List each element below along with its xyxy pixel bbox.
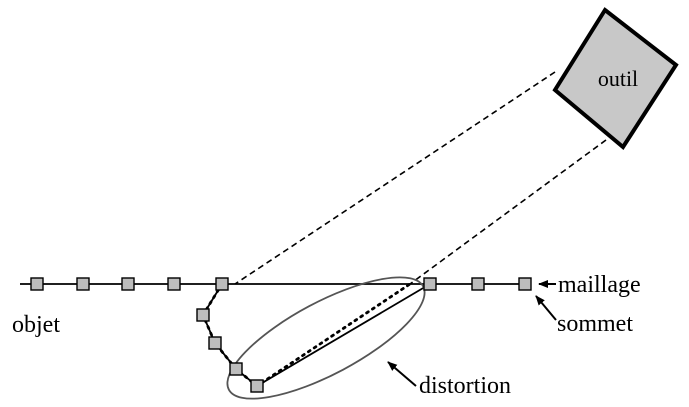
distortion-ellipse [226, 276, 426, 400]
mesh-label: maillage [558, 272, 641, 298]
projection-line-upper [234, 71, 556, 285]
mesh-vertex [471, 277, 485, 291]
distortion-arrow-icon [387, 361, 417, 387]
mesh-vertex [229, 362, 243, 376]
vertices [30, 277, 532, 393]
mesh-vertex [121, 277, 135, 291]
mesh-vertex [76, 277, 90, 291]
mesh-vertex [518, 277, 532, 291]
projection-line-lower [409, 139, 607, 285]
tool-label: outil [598, 66, 638, 91]
mesh-vertex [196, 308, 210, 322]
mesh-vertex [208, 336, 222, 350]
tool-box [552, 7, 679, 150]
distortion-label: distortion [419, 373, 511, 399]
mesh-vertex [215, 277, 229, 291]
object-label: objet [12, 312, 60, 338]
vertex-arrow-icon [535, 295, 557, 321]
mesh-vertex [167, 277, 181, 291]
mesh-vertex [423, 277, 437, 291]
mesh-vertex [30, 277, 44, 291]
vertex-label: sommet [557, 311, 633, 337]
mesh-vertex [250, 379, 264, 393]
